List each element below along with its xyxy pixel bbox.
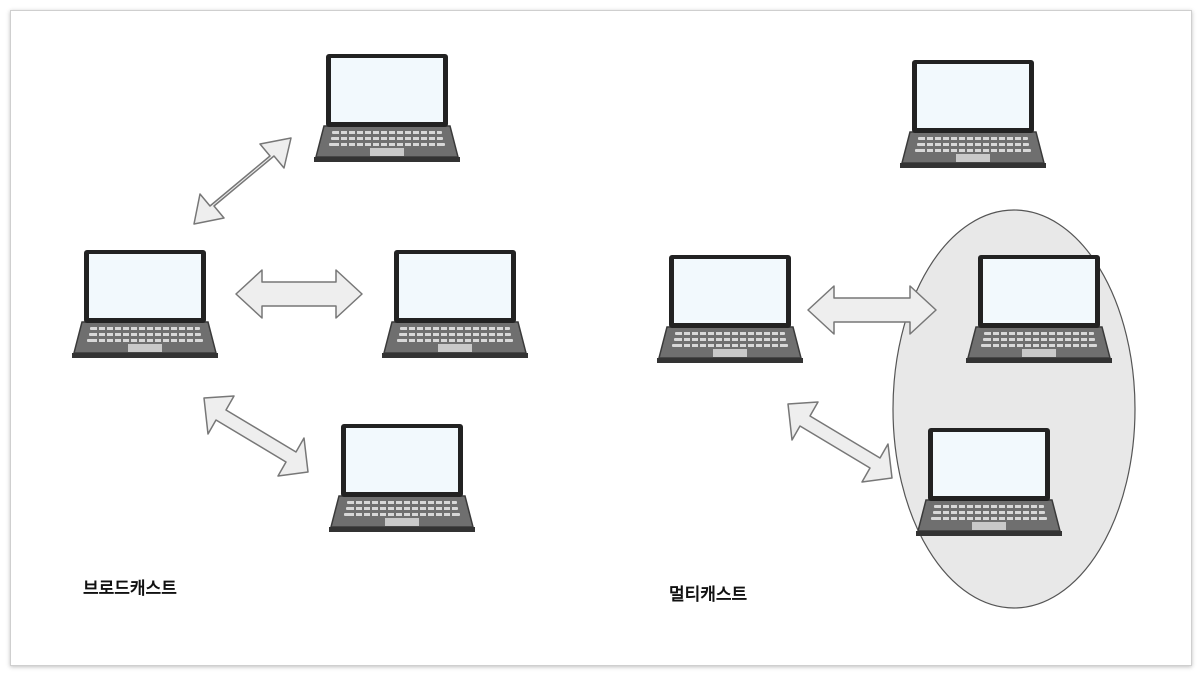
laptop-icon bbox=[965, 254, 1113, 364]
double-arrow-icon bbox=[193, 137, 292, 225]
laptop-icon bbox=[899, 59, 1047, 169]
laptop-icon bbox=[313, 53, 461, 163]
double-arrow-icon bbox=[235, 269, 363, 319]
broadcast-panel: 브로드캐스트 bbox=[71, 53, 529, 599]
double-arrow-icon bbox=[203, 395, 309, 477]
laptop-icon bbox=[328, 423, 476, 533]
broadcast-label: 브로드캐스트 bbox=[83, 579, 177, 599]
double-arrow-icon bbox=[807, 285, 937, 335]
multicast-label: 멀티캐스트 bbox=[669, 584, 748, 605]
laptop-icon bbox=[381, 249, 529, 359]
double-arrow-icon bbox=[787, 401, 893, 483]
multicast-panel: 멀티캐스트 bbox=[656, 59, 1136, 609]
laptop-icon bbox=[71, 249, 219, 359]
laptop-icon bbox=[656, 254, 804, 364]
laptop-icon bbox=[915, 427, 1063, 537]
